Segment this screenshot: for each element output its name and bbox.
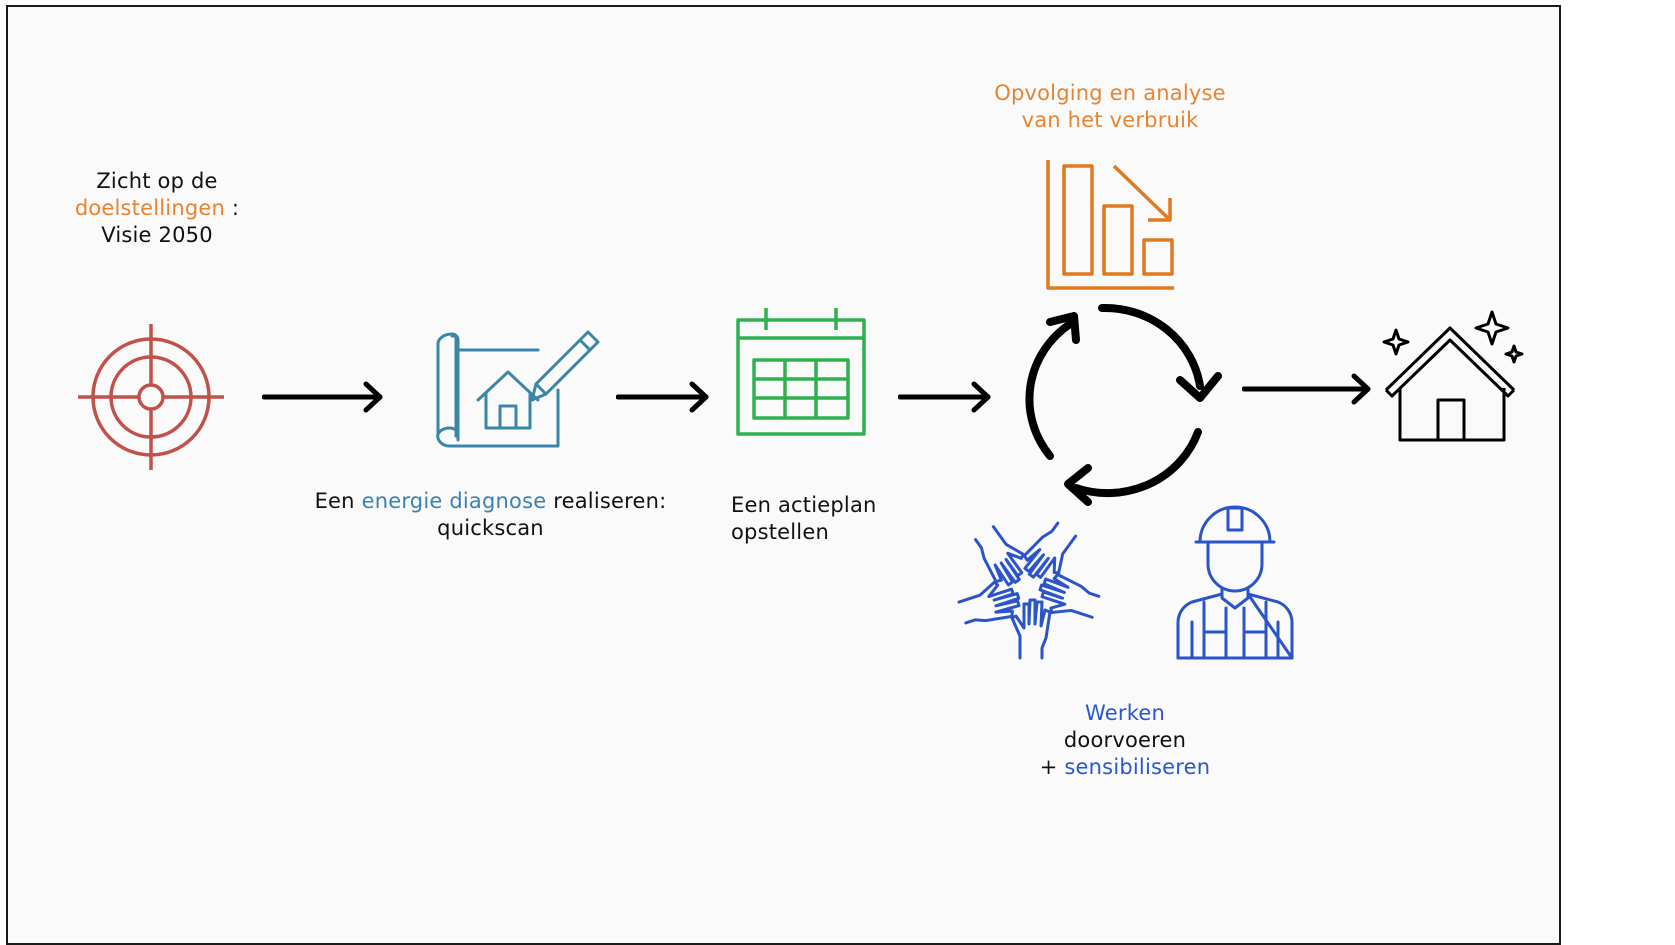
declining-bar-chart-icon [1044, 158, 1178, 294]
right-arrow-icon [1242, 372, 1374, 406]
house-blueprint-icon [432, 326, 604, 452]
right-arrow-icon [616, 380, 712, 414]
works-line2: doorvoeren [1063, 728, 1187, 752]
goals-line3: Visie 2050 [101, 223, 213, 247]
diagram-frame [6, 5, 1561, 945]
joined-hands-icon [940, 504, 1116, 666]
right-arrow-icon [898, 380, 994, 414]
plan-label: Een actieplan opstellen [731, 492, 931, 546]
plan-line2: opstellen [731, 520, 829, 544]
cycle-arrows-icon [1010, 298, 1236, 508]
monitoring-line2: van het verbruik [1021, 108, 1199, 132]
sparkling-house-icon [1380, 308, 1526, 446]
diagnosis-label: Een energie diagnose realiseren: quicksc… [293, 488, 688, 542]
monitoring-label: Opvolging en analyse van het verbruik [975, 80, 1245, 134]
goals-line1: Zicht op de [96, 169, 218, 193]
works-prefix3: + [1039, 755, 1065, 779]
calendar-icon [734, 306, 868, 440]
goals-suffix: : [225, 196, 240, 220]
diagnosis-prefix: Een [314, 489, 362, 513]
diagnosis-suffix: realiseren: [546, 489, 667, 513]
target-icon [76, 322, 226, 472]
monitoring-line1: Opvolging en analyse [994, 81, 1226, 105]
goals-label: Zicht op de doelstellingen : Visie 2050 [62, 168, 252, 249]
works-label: Werken doorvoeren + sensibiliseren [1020, 700, 1230, 781]
works-line3: sensibiliseren [1064, 755, 1211, 779]
construction-worker-icon [1174, 502, 1296, 662]
plan-line1: Een actieplan [731, 493, 877, 517]
diagnosis-line2: quickscan [437, 516, 544, 540]
diagnosis-highlight: energie diagnose [361, 489, 547, 513]
works-line1: Werken [1085, 701, 1165, 725]
right-arrow-icon [262, 380, 387, 414]
goals-highlight: doelstellingen [74, 196, 226, 220]
